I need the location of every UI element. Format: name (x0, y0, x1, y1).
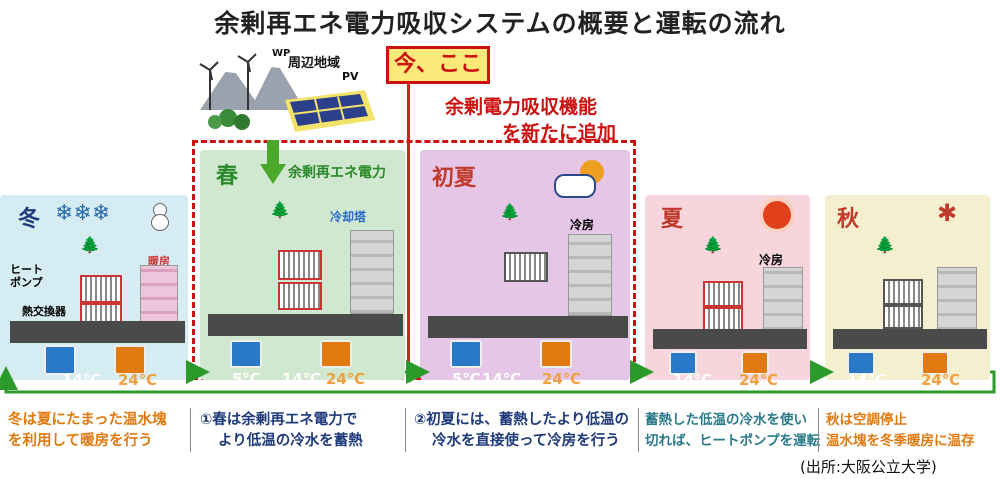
early-summer-temp-14: 14℃ (482, 370, 522, 388)
winter-title: 冬 (18, 207, 41, 232)
divider (405, 408, 406, 452)
caption-autumn-line1: 秋は空調停止 (826, 412, 907, 428)
caption-spring-line1: ①春は余剰再エネ電力で (200, 412, 358, 428)
heat-exchanger-icon (278, 250, 322, 280)
heat-exchanger-icon (883, 279, 923, 305)
warm-water-tank (320, 340, 352, 368)
tree-icon: 🌲 (500, 202, 520, 221)
now-badge-text: 今、ここ (393, 52, 482, 77)
divider (638, 408, 639, 452)
summer-temp-14: 14℃ (673, 371, 713, 389)
down-arrow-icon (260, 140, 286, 184)
heat-exchanger-icon (278, 282, 322, 310)
ground (10, 321, 185, 343)
autumn-panel: 秋 ✱ 🌲 14℃ 24℃ (825, 195, 990, 389)
building-icon (350, 230, 394, 314)
building-icon (568, 234, 612, 316)
spring-temp-5: 5℃ (232, 370, 261, 388)
divider (190, 408, 191, 452)
cold-water-tank (450, 340, 482, 368)
winter-exchanger-label: 熱交換器 (22, 305, 66, 318)
maple-leaf-icon: ✱ (937, 199, 958, 227)
caption-summer-line1: 蓄熱した低温の冷水を使い (645, 412, 807, 428)
early-summer-title: 初夏 (432, 166, 477, 191)
new-function-line2: を新たに追加 (502, 122, 617, 144)
surplus-power-label: 余剰再エネ電力 (288, 165, 386, 181)
heat-exchanger-icon (703, 307, 743, 331)
ground (208, 314, 403, 336)
building-icon (937, 267, 977, 331)
winter-temp-24: 24℃ (118, 371, 158, 389)
spring-temp-14: 14℃ (282, 370, 322, 388)
tree-icon: 🌲 (80, 235, 100, 254)
warm-water-tank (114, 345, 146, 375)
now-pointer-line (407, 84, 410, 374)
warm-water-tank (540, 340, 572, 368)
cloud-sun-icon (550, 158, 610, 198)
caption-summer: 蓄熱した低温の冷水を使い 切れば、ヒートポンプを運転 (645, 410, 820, 452)
ground (428, 316, 628, 338)
ground (653, 329, 807, 349)
caption-spring-line2: より低温の冷水を蓄熱 (218, 433, 363, 449)
early-summer-cooling-label: 冷房 (570, 218, 595, 232)
autumn-title: 秋 (837, 207, 860, 232)
winter-panel: 冬 ❄❄❄ ヒート ポンプ 熱交換器 暖房 🌲 14℃ 24℃ (0, 195, 188, 389)
early-summer-temp-5: 5℃ (452, 370, 481, 388)
spring-temp-24: 24℃ (326, 370, 366, 388)
pv-label: PV (342, 70, 359, 83)
spring-panel: 春 余剰再エネ電力 冷却塔 🌲 5℃ 14℃ 24℃ (200, 140, 405, 388)
snowflake-icon: ❄❄❄ (55, 201, 111, 226)
summer-panel: 夏 冷房 🌲 14℃ 24℃ (645, 195, 810, 389)
caption-spring: ①春は余剰再エネ電力で より低温の冷水を蓄熱 (200, 410, 363, 452)
snowman-icon (150, 203, 169, 231)
winter-temp-14: 14℃ (62, 371, 102, 389)
caption-summer-line2: 切れば、ヒートポンプを運転 (645, 433, 821, 449)
tree-icon: 🌲 (875, 235, 895, 254)
heat-exchanger-icon (703, 281, 743, 307)
wp-label: WP (272, 48, 291, 59)
summer-title: 夏 (661, 207, 684, 232)
sun-icon (763, 201, 791, 229)
tree-icon: 🌲 (703, 235, 723, 254)
cold-water-tank (44, 345, 76, 375)
summer-cooling-label: 冷房 (759, 253, 784, 267)
building-icon (763, 267, 803, 331)
ground (833, 329, 987, 349)
caption-winter-line1: 冬は夏にたまった温水塊 (8, 412, 167, 428)
building-icon (140, 265, 178, 329)
diagram-title: 余剰再エネ電力吸収システムの概要と運転の流れ (214, 9, 786, 38)
wind-turbines-mountains-icon (199, 53, 375, 132)
winter-heating-label: 暖房 (148, 255, 170, 268)
tree-icon: 🌲 (270, 200, 290, 219)
caption-autumn-line2: 温水塊を冬季暖房に温存 (826, 433, 975, 449)
caption-winter-line2: を利用して暖房を行う (8, 433, 153, 449)
cooling-tower-label: 冷却塔 (330, 210, 367, 224)
caption-winter: 冬は夏にたまった温水塊 を利用して暖房を行う (8, 410, 166, 452)
caption-autumn: 秋は空調停止 温水塊を冬季暖房に温存 (826, 410, 975, 452)
divider (818, 408, 819, 452)
heat-exchanger-icon (80, 275, 122, 303)
heat-exchanger-icon (883, 305, 923, 329)
cold-water-tank (230, 340, 262, 368)
winter-heatpump-label: ヒート ポンプ (10, 263, 43, 289)
autumn-temp-24: 24℃ (921, 371, 961, 389)
early-summer-panel: 初夏 冷房 🌲 5℃ 14℃ 24℃ (420, 150, 630, 388)
heat-exchanger-icon (504, 252, 548, 282)
caption-early-summer: ②初夏には、蓄熱したより低温の 冷水を直接使って冷房を行う (414, 410, 629, 452)
wind-solar-area: WP 周辺地域 PV (190, 40, 380, 140)
wp-area-label: 周辺地域 (288, 56, 341, 71)
now-badge: 今、ここ (386, 46, 490, 84)
caption-early-summer-line2: 冷水を直接使って冷房を行う (432, 433, 620, 449)
new-function-line1: 余剰電力吸収機能 (445, 96, 598, 118)
caption-early-summer-line1: ②初夏には、蓄熱したより低温の (414, 412, 629, 428)
summer-temp-24: 24℃ (739, 371, 779, 389)
source-credit: (出所:大阪公立大学) (800, 458, 937, 476)
spring-title: 春 (216, 164, 239, 189)
early-summer-temp-24: 24℃ (542, 370, 582, 388)
autumn-temp-14: 14℃ (847, 371, 887, 389)
